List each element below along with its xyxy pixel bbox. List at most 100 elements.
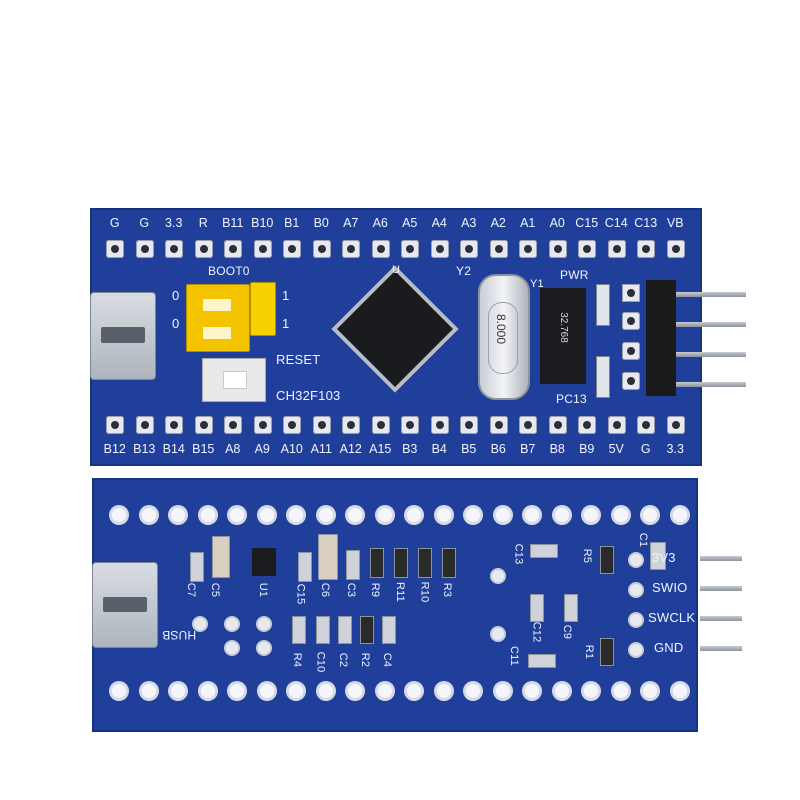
pin-label: B0: [313, 216, 329, 230]
through-hole: [348, 508, 362, 522]
pin-label: B15: [192, 442, 215, 456]
pin-label: G: [640, 442, 651, 456]
reset-button[interactable]: [202, 358, 266, 402]
resistor-r9: [370, 548, 384, 578]
header-pin-pad: [548, 240, 567, 258]
resistor-r1: [600, 638, 614, 666]
through-hole: [407, 508, 421, 522]
swd-header-pin-4: [676, 382, 746, 387]
cap-c1: [650, 542, 666, 570]
test-pad-3: [194, 618, 206, 630]
header-pin-pad: [430, 416, 449, 434]
header-pin-pad: [666, 240, 685, 258]
through-hole: [141, 684, 156, 698]
pin-label: A12: [339, 442, 362, 456]
header-pin-pad: [283, 416, 301, 434]
label-c12: C12: [530, 621, 543, 643]
header-pin-pad: [165, 240, 183, 258]
pc13-label: PC13: [556, 392, 587, 406]
cap-c10: [316, 616, 330, 644]
swd-header-pin-1: [676, 292, 746, 297]
through-hole: [584, 508, 598, 522]
header-pin-pad: [430, 240, 449, 258]
pin-label: A6: [372, 216, 388, 230]
header-pin-pad: [371, 416, 390, 434]
cap-c5: [212, 536, 230, 578]
test-pad-6: [226, 642, 238, 654]
chip-model-label: CH32F103: [276, 388, 341, 403]
boot-jumper[interactable]: [186, 284, 250, 352]
pin-label: C14: [604, 216, 628, 230]
swd-back-pad-4: [630, 644, 642, 656]
label-c3: C3: [345, 582, 358, 598]
swd-label-3v3: 3V3: [652, 550, 676, 565]
through-hole: [171, 684, 185, 698]
through-hole: [672, 508, 687, 522]
micro-usb-port-icon[interactable]: [90, 292, 156, 380]
through-hole: [318, 684, 333, 698]
swd-back-pad-3: [630, 614, 642, 626]
crystal-8mhz: 8.000: [478, 274, 530, 400]
boot-right-1-b: 1: [282, 316, 290, 331]
pin-label: G: [109, 216, 120, 230]
pin-label: A9: [254, 442, 270, 456]
boot1-jumper[interactable]: [250, 282, 276, 336]
pin-label: A8: [225, 442, 241, 456]
through-hole: [525, 684, 539, 698]
header-pin-pad: [106, 416, 124, 434]
label-r9: R9: [369, 582, 382, 598]
header-pin-pad: [342, 416, 360, 434]
label-c2: C2: [337, 652, 350, 668]
power-led-icon: [596, 284, 610, 326]
pin-label: A7: [343, 216, 359, 230]
through-hole: [348, 684, 362, 698]
husb-label: HUSB: [162, 628, 197, 642]
swd-pad-3: [622, 342, 640, 360]
through-hole: [554, 508, 569, 522]
header-pin-pad: [637, 240, 655, 258]
header-pin-pad: [666, 416, 685, 434]
header-pin-pad: [548, 416, 567, 434]
y1-chip-text: 32.768: [557, 312, 569, 343]
resistor-r5: [600, 546, 614, 574]
pin-label: A1: [520, 216, 536, 230]
label-c13: C13: [512, 543, 525, 565]
micro-usb-port-back-icon[interactable]: [92, 562, 158, 648]
header-pin-pad: [460, 240, 478, 258]
cap-c3: [346, 550, 360, 580]
pwr-label: PWR: [560, 268, 589, 282]
header-pin-pad: [253, 240, 272, 258]
resistor-r3: [442, 548, 456, 578]
cap-c12: [530, 594, 544, 622]
through-hole: [407, 684, 421, 698]
through-hole: [643, 684, 657, 698]
pin-label: B14: [162, 442, 185, 456]
pin-label: B12: [103, 442, 126, 456]
header-pin-pad: [224, 240, 242, 258]
swd-pad-2: [622, 312, 640, 330]
pin-label: B10: [251, 216, 274, 230]
pin-label: A10: [280, 442, 303, 456]
through-hole: [466, 508, 480, 522]
label-r5: R5: [581, 548, 594, 564]
label-r2: R2: [359, 652, 372, 668]
test-pad-5: [258, 618, 270, 630]
header-pin-pad: [224, 416, 242, 434]
through-hole: [230, 684, 244, 698]
resistor-r4: [292, 616, 306, 644]
back-header-pin-4: [700, 646, 742, 651]
header-pin-pad: [401, 240, 419, 258]
label-c4: C4: [381, 652, 394, 668]
cap-c6: [318, 534, 338, 580]
through-hole: [584, 684, 598, 698]
bottom-board-bottom-holes: [112, 684, 702, 698]
boot-left-0-b: 0: [172, 316, 180, 331]
through-hole: [377, 684, 392, 698]
pin-label: B11: [222, 216, 244, 230]
header-pin-pad: [519, 240, 537, 258]
label-r4: R4: [291, 652, 304, 668]
pin-label: C13: [634, 216, 658, 230]
pin-label: VB: [666, 216, 684, 230]
through-hole: [289, 684, 303, 698]
